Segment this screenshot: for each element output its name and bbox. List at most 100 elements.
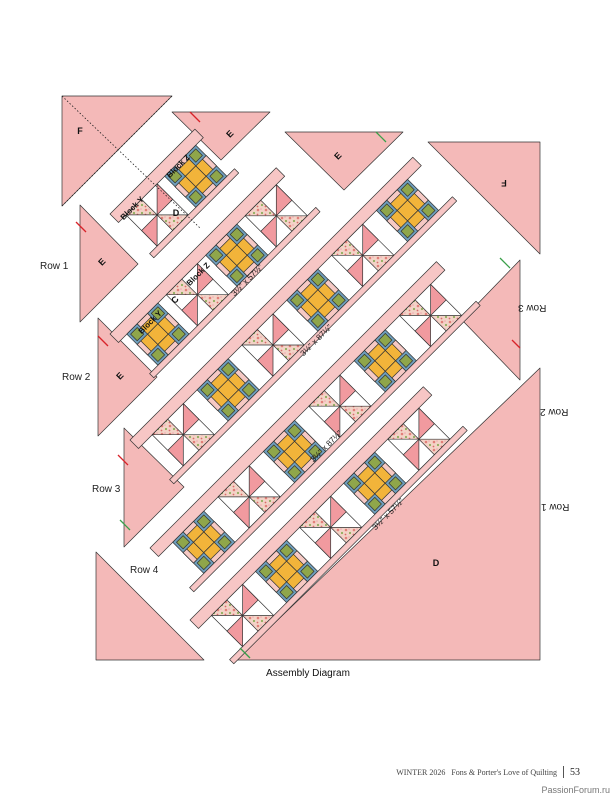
block-patch	[300, 430, 316, 446]
side-triangle-e-left-1	[79, 204, 139, 323]
side-triangle-right-lower	[235, 367, 541, 661]
block-patch	[217, 535, 232, 550]
row-2-label: Row 2	[62, 372, 91, 383]
pinwheel-blade	[324, 405, 341, 438]
issue-label: WINTER 2026	[396, 767, 446, 777]
pinwheel-block	[244, 184, 308, 248]
pinwheel-blade	[217, 480, 250, 498]
cross-block	[353, 329, 417, 393]
block-patch	[421, 203, 436, 218]
pinwheel-blade	[346, 254, 364, 287]
pinwheel-blade	[414, 315, 431, 347]
pinwheel-blade	[331, 239, 364, 256]
block-patch	[196, 555, 211, 570]
pinwheel-blade	[197, 263, 214, 296]
block-patch	[364, 339, 379, 355]
pinwheel-blade	[182, 403, 200, 436]
pinwheel-blade	[418, 407, 435, 440]
pinwheel-blade	[339, 374, 356, 407]
block-patch	[347, 476, 362, 491]
block-patch	[164, 313, 180, 328]
block-patch	[296, 306, 312, 322]
block-patch	[308, 444, 323, 459]
pinwheel-blade	[151, 418, 184, 436]
block-patch	[221, 403, 236, 418]
block-patch	[266, 444, 281, 459]
row-1-strip	[109, 167, 321, 379]
cross-block	[164, 144, 228, 208]
pinwheel-blade	[272, 313, 289, 346]
block-patch	[391, 339, 407, 355]
side-triangle-right-3	[461, 259, 521, 381]
label-d: D	[433, 558, 440, 568]
label-f: F	[77, 126, 83, 136]
block-patch	[207, 368, 222, 384]
footer-divider	[563, 766, 564, 778]
pinwheel-blade	[260, 215, 277, 248]
pinwheel-blade	[399, 299, 431, 316]
cut-mark	[97, 335, 109, 347]
sashing-strip	[109, 167, 286, 343]
sashing-strip	[169, 196, 458, 485]
label-f: F	[501, 178, 507, 188]
block-patch	[381, 462, 396, 477]
dashed-guide	[61, 95, 201, 229]
pinwheel-block	[241, 313, 305, 377]
pinwheel-blade	[167, 434, 184, 467]
side-triangle-e-left-2	[97, 317, 158, 437]
label-e: E	[224, 128, 235, 139]
cut-mark	[119, 519, 131, 531]
block-patch	[273, 430, 289, 446]
pinwheel-blade	[257, 344, 274, 377]
block-patch	[364, 367, 379, 382]
block-patch	[196, 514, 211, 529]
block-patch	[171, 327, 186, 342]
block-patch	[413, 189, 429, 205]
pinwheel-blade	[165, 278, 198, 296]
pinwheel-block	[399, 284, 463, 347]
block-patch	[215, 261, 231, 277]
dashed-guide	[61, 95, 173, 207]
block-patch	[229, 268, 244, 283]
cut-mark	[375, 131, 387, 143]
pinwheel-blade	[141, 214, 158, 247]
block-patch	[258, 564, 273, 579]
block-patch	[331, 293, 346, 308]
pinwheel-blade	[226, 615, 243, 647]
sashing-strip	[129, 156, 422, 449]
row-2-strip	[129, 156, 458, 485]
cross-block	[286, 268, 350, 332]
block-patch	[182, 548, 198, 564]
side-triangle-left-3	[123, 427, 185, 548]
block-patch	[210, 521, 225, 536]
watermark: PassionForum.ru	[541, 785, 610, 795]
block-patch	[310, 272, 325, 287]
pinwheel-blade	[430, 284, 447, 316]
right-row-3-label: Row 3	[518, 302, 547, 313]
block-patch	[229, 227, 244, 242]
corner-triangle-f-top-right	[427, 141, 541, 255]
block-patch	[130, 327, 145, 342]
page-footer: WINTER 2026 Fons & Porter's Love of Quil…	[396, 766, 580, 778]
cut-mark	[499, 257, 511, 269]
cross-block	[255, 539, 319, 603]
label-e: E	[332, 150, 343, 161]
block-patch	[367, 455, 382, 470]
pinwheel-block	[125, 183, 189, 247]
block-patch	[296, 279, 312, 294]
row-1-label: Row 1	[40, 261, 69, 272]
diagram-caption: Assembly Diagram	[266, 668, 350, 679]
cut-mark	[117, 454, 129, 466]
block-patch	[188, 148, 203, 163]
block-patch	[150, 306, 165, 321]
block-patch	[174, 155, 190, 170]
block-patch	[293, 550, 308, 566]
pinwheel-blade	[211, 599, 243, 616]
pinwheel-block	[217, 465, 281, 529]
block-patch	[400, 224, 415, 239]
sashing-strip	[229, 425, 468, 665]
block-patch	[176, 535, 191, 550]
label-e: E	[96, 256, 107, 267]
